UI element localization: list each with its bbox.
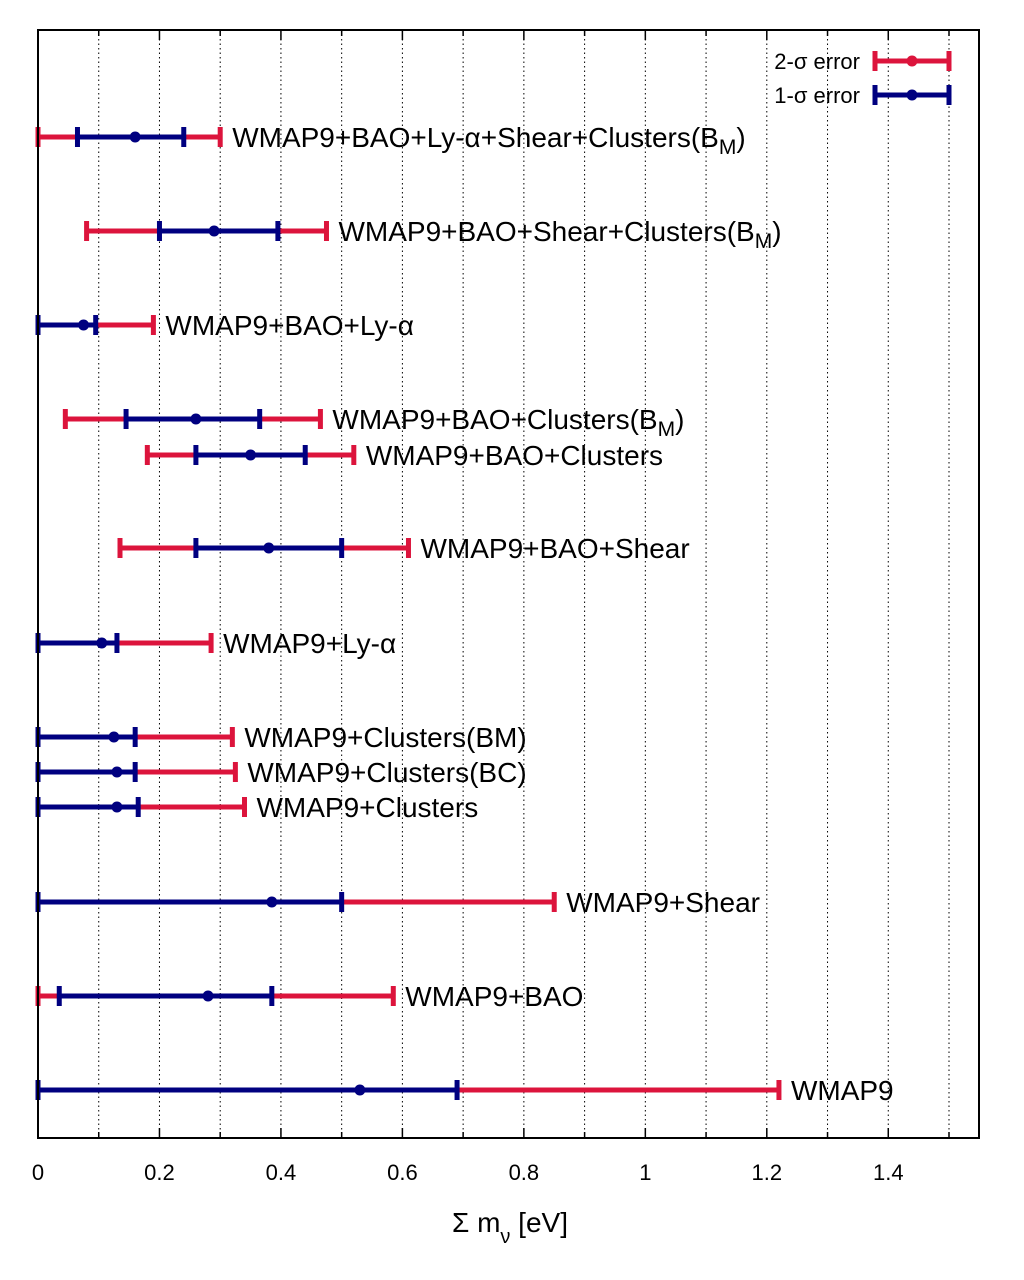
row-label: WMAP9+Clusters(BM) — [244, 722, 526, 753]
x-axis-ticks: 0 0.2 0.4 0.6 0.8 1 1.2 1.4 — [32, 30, 950, 1185]
legend-label: 2-σ error — [774, 49, 860, 74]
x-tick-label: 0.2 — [144, 1160, 175, 1185]
error-bar-row — [117, 538, 411, 558]
x-tick-label: 1.2 — [752, 1160, 783, 1185]
error-bars — [35, 127, 782, 1100]
row-label: WMAP9+BAO+Clusters — [366, 440, 663, 471]
x-tick-label: 0.6 — [387, 1160, 418, 1185]
center-point — [208, 225, 220, 237]
center-point — [263, 542, 275, 554]
center-point — [111, 801, 123, 813]
row-labels: WMAP9+BAO+Ly-α+Shear+Clusters(BM) WMAP9+B… — [165, 122, 893, 1106]
error-bar-row — [35, 1080, 782, 1100]
center-point — [111, 766, 123, 778]
error-bar-row — [35, 797, 247, 817]
error-bar-row — [35, 315, 156, 335]
x-tick-label: 0.4 — [266, 1160, 297, 1185]
plot-frame — [37, 29, 980, 1139]
row-label: WMAP9+BAO+Clusters(BM) — [332, 404, 684, 441]
legend: 2-σ error 1-σ error — [774, 49, 952, 108]
error-bar-row — [62, 409, 323, 429]
center-point — [129, 131, 141, 143]
center-point — [78, 319, 90, 331]
error-bar-row — [35, 633, 214, 653]
row-label: WMAP9+BAO — [405, 981, 583, 1012]
center-point — [354, 1084, 366, 1096]
error-bar-row — [35, 762, 238, 782]
row-label: WMAP9+BAO+Shear — [420, 533, 689, 564]
row-label: WMAP9+Clusters(BC) — [247, 757, 526, 788]
center-point — [245, 449, 257, 461]
center-point — [202, 990, 214, 1002]
row-label: WMAP9+BAO+Shear+Clusters(BM) — [338, 216, 781, 253]
center-point — [190, 413, 202, 425]
error-bar-row — [144, 445, 357, 465]
grid-lines — [98, 30, 950, 1138]
x-axis-label: Σ mν [eV] — [452, 1207, 568, 1248]
x-tick-label: 1 — [639, 1160, 651, 1185]
x-tick-label: 0.8 — [509, 1160, 540, 1185]
row-label: WMAP9+BAO+Ly-α+Shear+Clusters(BM) — [232, 122, 746, 159]
row-label: WMAP9+Ly-α — [223, 628, 396, 659]
legend-point — [906, 89, 918, 101]
row-label: WMAP9 — [791, 1075, 894, 1106]
center-point — [266, 896, 278, 908]
x-tick-label: 1.4 — [873, 1160, 904, 1185]
x-tick-label: 0 — [32, 1160, 44, 1185]
error-bar-row — [35, 892, 557, 912]
row-label: WMAP9+BAO+Ly-α — [165, 310, 414, 341]
center-point — [96, 637, 108, 649]
error-bar-row — [35, 727, 235, 747]
legend-point — [906, 55, 918, 67]
legend-label: 1-σ error — [774, 83, 860, 108]
error-bar-row — [35, 127, 223, 147]
error-bar-row — [35, 986, 396, 1006]
center-point — [108, 731, 120, 743]
row-label: WMAP9+Clusters — [256, 792, 478, 823]
error-bar-row — [84, 221, 329, 241]
row-label: WMAP9+Shear — [566, 887, 760, 918]
